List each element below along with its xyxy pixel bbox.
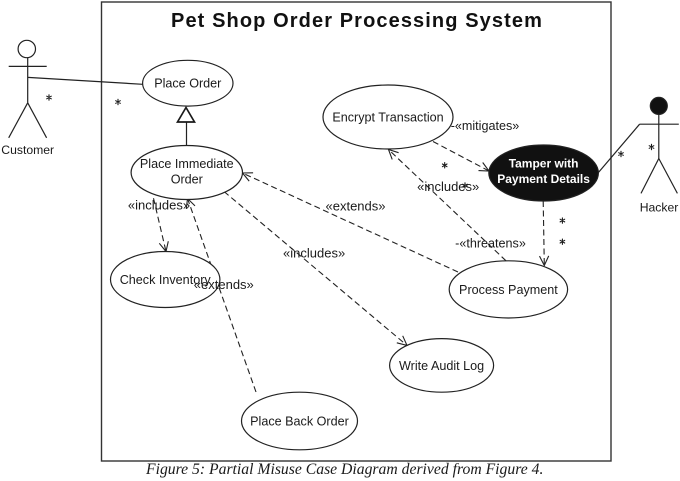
svg-text:-«threatens»: -«threatens» xyxy=(455,237,526,251)
svg-text:Encrypt Transaction: Encrypt Transaction xyxy=(332,110,443,124)
svg-text:Place Back Order: Place Back Order xyxy=(250,414,349,428)
svg-text:Place Immediate: Place Immediate xyxy=(140,157,234,171)
svg-text:Tamper with: Tamper with xyxy=(509,157,579,171)
svg-text:«includes»: «includes» xyxy=(283,246,345,261)
svg-text:Figure 5: Partial Misuse Case: Figure 5: Partial Misuse Case Diagram de… xyxy=(145,461,543,478)
svg-text:«includes»: «includes» xyxy=(128,198,190,213)
svg-text:Pet Shop Order Processing Syst: Pet Shop Order Processing System xyxy=(171,10,543,32)
svg-text:Place Order: Place Order xyxy=(154,77,221,91)
svg-text:Check Inventory: Check Inventory xyxy=(120,273,212,287)
svg-text:«includes»: «includes» xyxy=(417,179,479,194)
svg-text:«extends»: «extends» xyxy=(194,277,254,292)
svg-text:-«mitigates»: -«mitigates» xyxy=(451,119,520,133)
svg-text:Customer: Customer xyxy=(1,143,54,157)
svg-text:Write Audit Log: Write Audit Log xyxy=(399,359,484,373)
svg-text:Payment Details: Payment Details xyxy=(497,172,590,186)
svg-text:Hacker: Hacker xyxy=(640,201,679,215)
svg-text:Process Payment: Process Payment xyxy=(459,283,558,297)
svg-text:«extends»: «extends» xyxy=(326,199,386,214)
svg-text:Order: Order xyxy=(171,173,203,187)
